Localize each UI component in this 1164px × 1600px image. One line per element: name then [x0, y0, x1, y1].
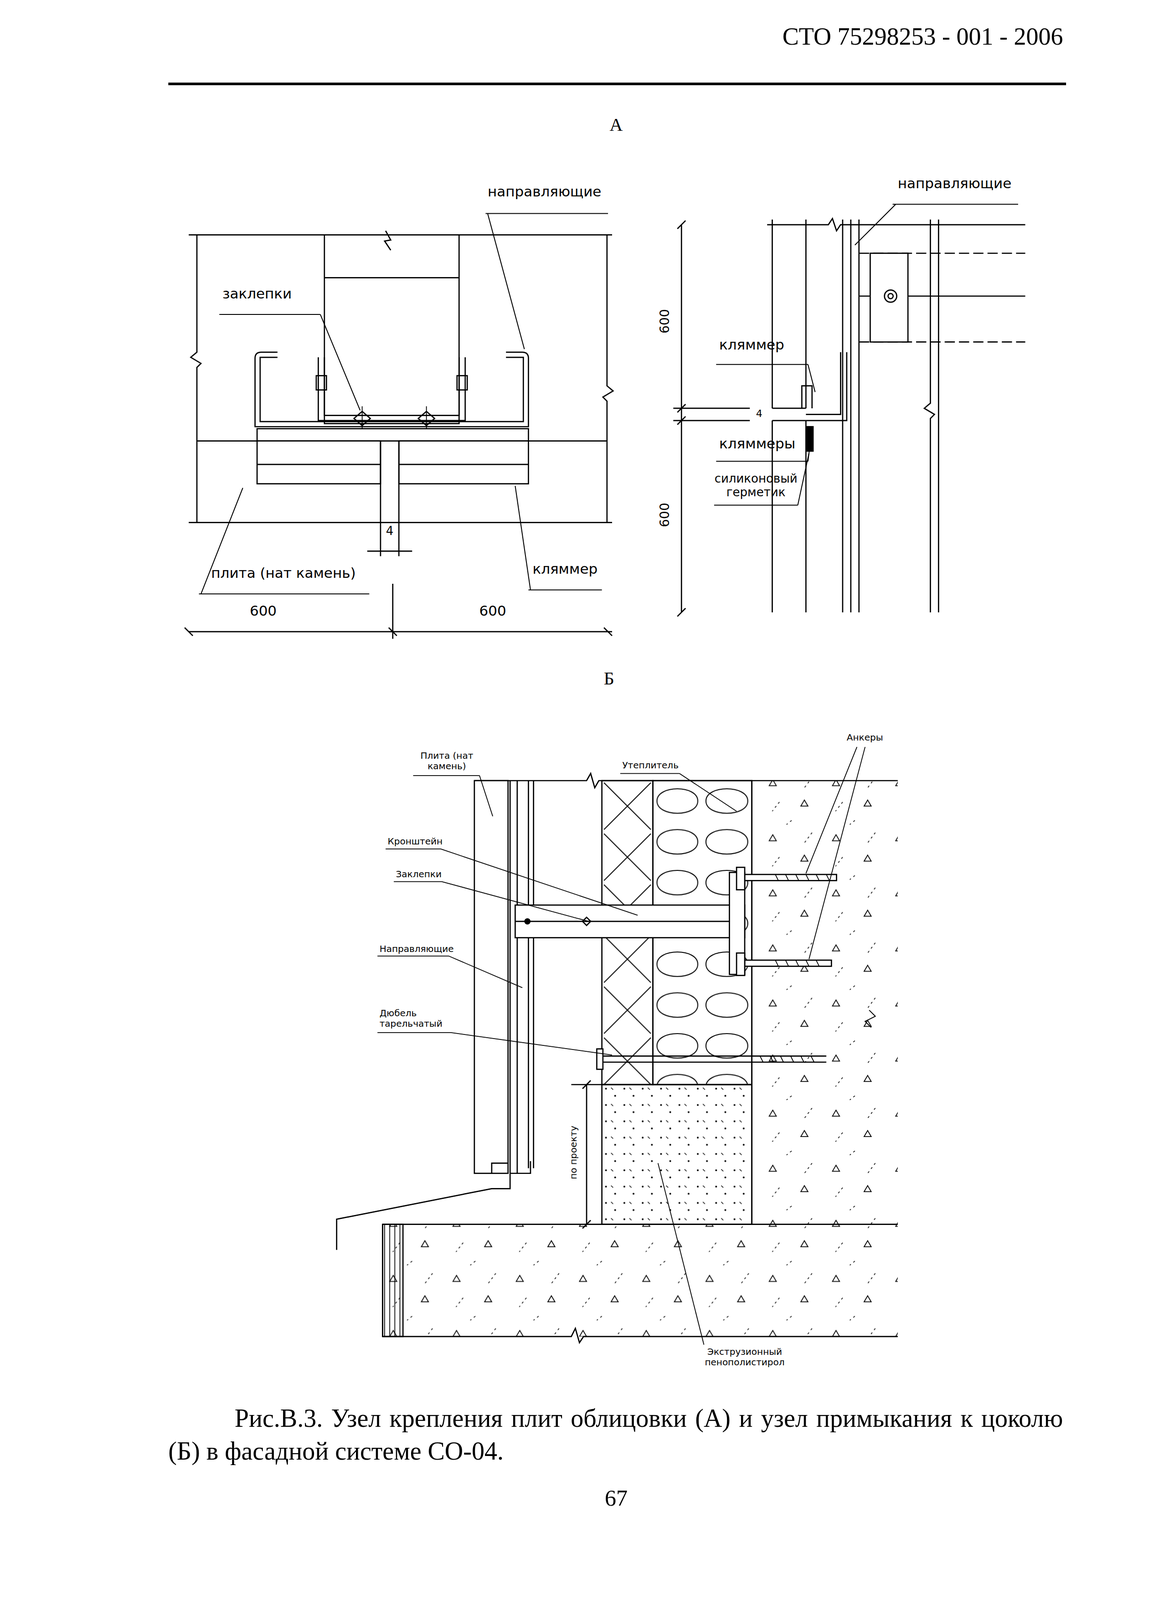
- part-label: Кронштейн: [387, 836, 443, 847]
- part-label: Плита (нат камень): [406, 750, 488, 772]
- dimension: 600: [479, 602, 507, 620]
- view-letter: Б: [603, 668, 615, 690]
- page-header: СТО 75298253 - 001 - 2006: [782, 22, 1064, 51]
- dimension: 600: [657, 503, 673, 528]
- part-label: плита (нат камень): [211, 565, 356, 582]
- part-label: силиконовый герметик: [709, 472, 804, 500]
- part-label: Утеплитель: [622, 760, 679, 771]
- dimension: 4: [386, 524, 394, 539]
- part-label: Направляющие: [379, 943, 454, 955]
- part-label: направляющие: [487, 183, 602, 201]
- dimension: по проекту: [567, 1126, 579, 1180]
- view-letter: А: [609, 114, 624, 136]
- part-label: кляммеры: [719, 435, 796, 453]
- part-label: Заклепки: [395, 869, 442, 880]
- part-label: Анкеры: [846, 732, 884, 743]
- dimension: 600: [657, 309, 673, 334]
- part-label: кляммер: [532, 561, 598, 578]
- figure-caption: Рис.В.3. Узел крепления плит облицовки (…: [168, 1401, 1063, 1469]
- part-label: Экструзионный пенополистирол: [694, 1346, 795, 1368]
- page-number: 67: [604, 1485, 628, 1512]
- part-label: направляющие: [897, 175, 1012, 192]
- part-label: кляммер: [719, 336, 785, 354]
- part-label: заклепки: [222, 285, 292, 303]
- dimension: 600: [249, 602, 277, 620]
- dimension: 4: [756, 407, 763, 420]
- part-label: Дюбель тарельчатый: [379, 1008, 454, 1030]
